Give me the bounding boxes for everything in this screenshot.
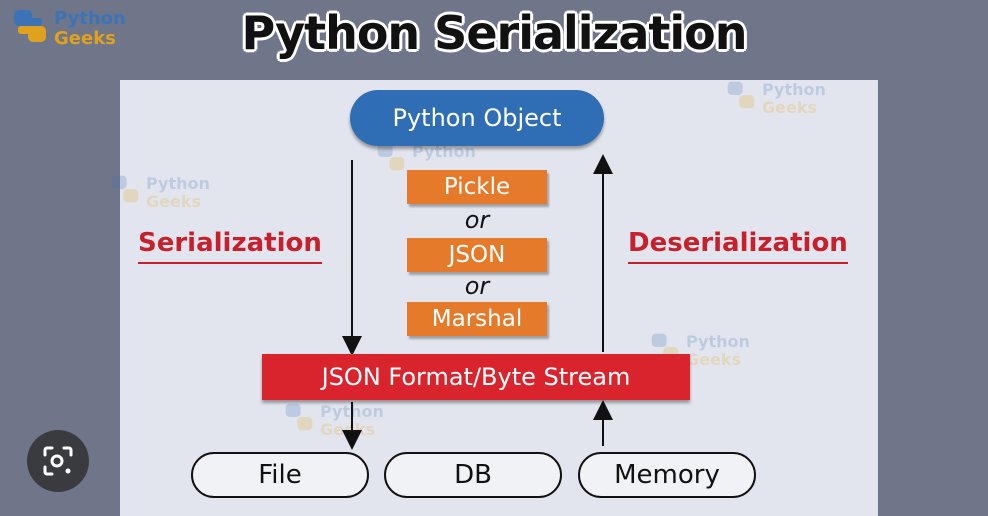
page-title: Python Serialization [241,6,748,60]
watermark-line2: Geeks [762,98,817,117]
watermark-line1: Python [762,80,826,99]
method-marshal: Marshal [407,302,547,336]
watermark-line2: Geeks [146,192,201,211]
storage-db: DB [384,452,562,498]
method-pickle: Pickle [407,170,547,204]
deserialization-label-text: Deserialization [628,228,848,258]
deserialization-label: Deserialization [628,228,848,264]
watermark-line1: Python [412,142,476,161]
python-logo-icon [285,403,313,431]
watermark-line1: Python [686,332,750,351]
or-separator: or [464,206,490,234]
method-json: JSON [407,238,547,272]
python-logo-icon [111,175,139,203]
lens-icon [43,446,73,476]
serialization-label-text: Serialization [138,228,322,258]
diagram-panel [120,80,878,516]
python-logo-icon [14,10,46,42]
watermark-line2: Geeks [686,350,741,369]
python-geeks-logo: Python Geeks [10,6,140,50]
logo-text-line2: Geeks [54,28,116,49]
or-separator: or [464,272,490,300]
format-bar: JSON Format/Byte Stream [262,354,690,400]
serialization-label: Serialization [138,228,322,264]
python-logo-icon [727,81,755,109]
logo-text-line1: Python [54,8,126,29]
python-object-node: Python Object [350,90,604,146]
lens-button[interactable] [27,430,89,492]
python-logo-icon [377,143,405,171]
storage-memory: Memory [578,452,756,498]
watermark-line1: Python [146,174,210,193]
underline [138,262,322,264]
underline [628,262,848,264]
storage-file: File [191,452,369,498]
